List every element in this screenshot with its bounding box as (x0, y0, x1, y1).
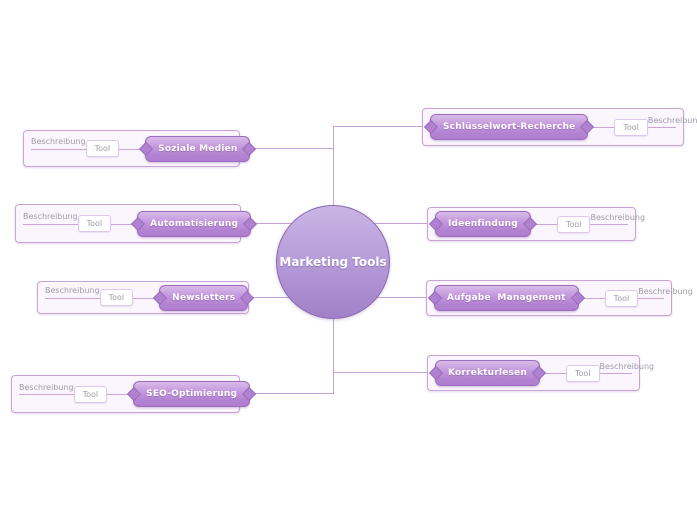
branch-inner-line (31, 148, 232, 150)
tool-node-newsletters[interactable]: Tool (99, 289, 134, 306)
branch-korrekturlesen: Korrekturlesen Tool Beschreibung (427, 355, 654, 391)
description-node-aufgabe-management[interactable]: Beschreibung (638, 286, 693, 296)
description-node-ideenfindung[interactable]: Beschreibung (590, 212, 646, 222)
description-node-newsletters[interactable]: Beschreibung (45, 286, 100, 295)
branch-inner-line (19, 394, 232, 395)
tool-node-ideenfindung[interactable]: Tool (556, 215, 591, 233)
branch-automatisierung: Beschreibung Tool Automatisierung (15, 204, 252, 243)
tool-node-korrekturlesen[interactable]: Tool (565, 364, 600, 382)
description-node-korrekturlesen[interactable]: Beschreibung (599, 361, 655, 371)
description-node-soziale-medien[interactable]: Beschreibung (31, 137, 86, 146)
tool-node-automatisierung[interactable]: Tool (77, 215, 112, 232)
central-topic-node[interactable]: Marketing Tools (276, 205, 390, 319)
branch-newsletters: Beschreibung Tool Newsletters (37, 281, 249, 314)
branch-schluesselwort-recherche: Schlüsselwort-Recherche Tool Beschreibun… (422, 108, 697, 146)
topic-node-schluesselwort-recherche[interactable]: Schlüsselwort-Recherche (430, 114, 589, 140)
tool-node-seo-optimierung[interactable]: Tool (73, 385, 108, 403)
topic-node-soziale-medien[interactable]: Soziale Medien (145, 135, 251, 162)
description-node-automatisierung[interactable]: Beschreibung (23, 212, 78, 221)
branch-seo-optimierung: Beschreibung Tool SEO-Optimierung (11, 375, 251, 413)
description-node-schluesselwort-recherche[interactable]: Beschreibung (647, 115, 697, 125)
branch-inner-line (23, 223, 233, 225)
topic-node-aufgabe-management[interactable]: Aufgabe Management (434, 285, 579, 311)
topic-node-newsletters[interactable]: Newsletters (159, 284, 249, 311)
tool-node-schluesselwort-recherche[interactable]: Tool (614, 118, 648, 136)
branch-ideenfindung: Ideenfindung Tool Beschreibung (427, 207, 645, 241)
description-node-seo-optimierung[interactable]: Beschreibung (19, 382, 74, 392)
topic-node-seo-optimierung[interactable]: SEO-Optimierung (133, 381, 251, 407)
branch-inner-line (45, 297, 241, 299)
topic-node-korrekturlesen[interactable]: Korrekturlesen (435, 360, 540, 386)
tool-node-aufgabe-management[interactable]: Tool (604, 289, 639, 307)
central-topic-label: Marketing Tools (279, 255, 387, 269)
branch-aufgabe-management: Aufgabe Management Tool Beschreibung (426, 280, 693, 316)
branch-soziale-medien: Beschreibung Tool Soziale Medien (23, 130, 251, 167)
tool-node-soziale-medien[interactable]: Tool (85, 140, 120, 157)
topic-node-ideenfindung[interactable]: Ideenfindung (435, 211, 531, 237)
topic-node-automatisierung[interactable]: Automatisierung (137, 210, 252, 237)
